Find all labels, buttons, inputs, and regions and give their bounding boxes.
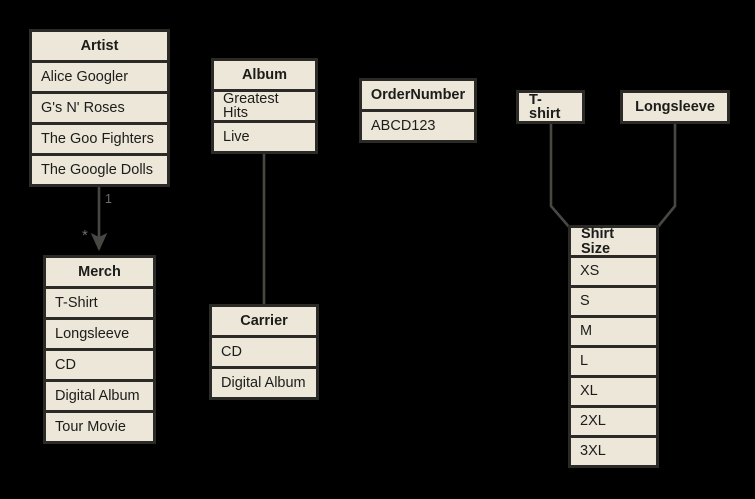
- entity-shirt-size-item[interactable]: 2XL: [571, 408, 656, 435]
- entity-longsleeve-header: Longsleeve: [623, 93, 727, 121]
- entity-tshirt-header: T-shirt: [519, 92, 582, 121]
- entity-album-item[interactable]: Live: [214, 123, 315, 151]
- entity-shirt-size[interactable]: Shirt Size XS S M L XL 2XL 3XL: [568, 225, 659, 468]
- entity-merch-item[interactable]: T-Shirt: [46, 289, 153, 317]
- entity-album[interactable]: Album Greatest Hits Live: [211, 58, 318, 154]
- entity-artist-item[interactable]: G's N' Roses: [32, 94, 167, 122]
- entity-carrier-item[interactable]: Digital Album: [212, 369, 316, 397]
- entity-carrier-item[interactable]: CD: [212, 338, 316, 366]
- entity-artist-item[interactable]: Alice Googler: [32, 63, 167, 91]
- entity-longsleeve[interactable]: Longsleeve: [620, 90, 730, 124]
- entity-order-number-header: OrderNumber: [362, 81, 474, 109]
- entity-merch-item[interactable]: CD: [46, 351, 153, 379]
- connector-tshirt-shirtsize: [549, 120, 571, 229]
- entity-shirt-size-item[interactable]: XS: [571, 258, 656, 285]
- entity-album-item[interactable]: Greatest Hits: [214, 91, 315, 120]
- entity-artist-header: Artist: [32, 32, 167, 60]
- entity-shirt-size-item[interactable]: XL: [571, 378, 656, 405]
- entity-shirt-size-item[interactable]: L: [571, 348, 656, 375]
- entity-shirt-size-header: Shirt Size: [571, 227, 656, 256]
- entity-merch-header: Merch: [46, 258, 153, 286]
- entity-artist-item[interactable]: The Goo Fighters: [32, 125, 167, 153]
- entity-shirt-size-item[interactable]: S: [571, 288, 656, 315]
- entity-order-number-item[interactable]: ABCD123: [362, 112, 474, 140]
- entity-merch[interactable]: Merch T-Shirt Longsleeve CD Digital Albu…: [43, 255, 156, 444]
- multiplicity-source-label: 1: [105, 192, 112, 206]
- entity-shirt-size-item[interactable]: 3XL: [571, 438, 656, 465]
- entity-shirt-size-item[interactable]: M: [571, 318, 656, 345]
- entity-merch-item[interactable]: Digital Album: [46, 382, 153, 410]
- entity-tshirt[interactable]: T-shirt: [516, 90, 585, 124]
- entity-album-header: Album: [214, 61, 315, 89]
- entity-carrier-header: Carrier: [212, 307, 316, 335]
- entity-carrier[interactable]: Carrier CD Digital Album: [209, 304, 319, 400]
- entity-artist[interactable]: Artist Alice Googler G's N' Roses The Go…: [29, 29, 170, 187]
- entity-merch-item[interactable]: Longsleeve: [46, 320, 153, 348]
- entity-order-number[interactable]: OrderNumber ABCD123: [359, 78, 477, 143]
- entity-artist-item[interactable]: The Google Dolls: [32, 156, 167, 184]
- entity-merch-item[interactable]: Tour Movie: [46, 413, 153, 441]
- connector-longsleeve-shirtsize: [655, 120, 677, 229]
- multiplicity-target-label: *: [82, 227, 88, 244]
